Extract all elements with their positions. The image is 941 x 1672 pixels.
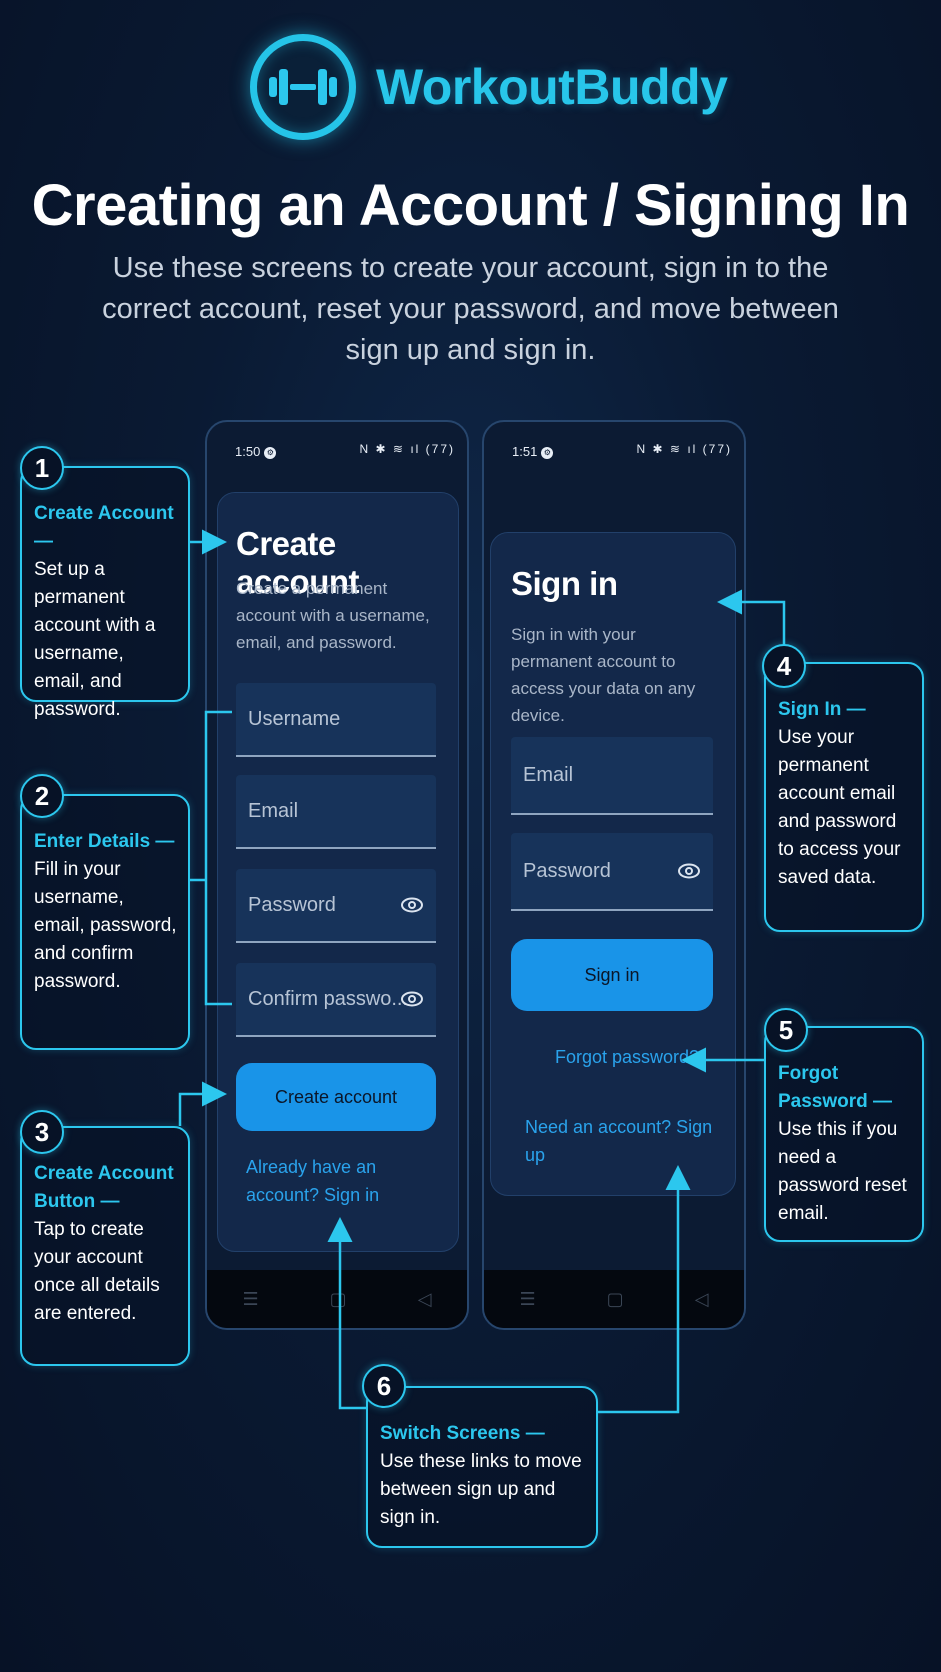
forgot-password-link[interactable]: Forgot password? xyxy=(555,1047,700,1067)
callout-sign-in: Sign In — Use your permanent account ema… xyxy=(764,662,924,932)
password-field[interactable] xyxy=(511,833,713,911)
eye-icon[interactable] xyxy=(400,991,424,1007)
callout-title: Enter Details — xyxy=(34,831,175,852)
sign-in-button[interactable]: Sign in xyxy=(511,939,713,1011)
callout-body: Fill in your username, email, password, … xyxy=(34,859,177,992)
callout-title: Sign In — xyxy=(778,699,866,720)
confirm-password-field[interactable] xyxy=(236,963,436,1037)
callout-body: Use these links to move between sign up … xyxy=(380,1451,582,1528)
status-icons: N ✱ ≋ ıl (77) xyxy=(359,442,455,456)
callout-number-badge: 4 xyxy=(762,644,806,688)
callout-number-badge: 6 xyxy=(362,1364,406,1408)
callout-number-badge: 5 xyxy=(764,1008,808,1052)
page-title: Creating an Account / Signing In xyxy=(31,173,910,238)
callout-body: Tap to create your account once all deta… xyxy=(34,1219,160,1324)
status-bar: 1:51⚙ N ✱ ≋ ıl (77) xyxy=(512,442,732,459)
android-nav-bar: ☰ ▢ ◁ xyxy=(207,1270,467,1328)
page-subtitle: Use these screens to create your account… xyxy=(102,252,839,366)
dumbbell-icon xyxy=(250,34,356,140)
callout-body: Use your permanent account email and pas… xyxy=(778,727,901,888)
email-field[interactable] xyxy=(236,775,436,849)
callout-title: Create Account Button — xyxy=(34,1163,174,1212)
menu-icon[interactable]: ☰ xyxy=(242,1288,259,1309)
status-time: 1:50 xyxy=(235,444,261,459)
email-field[interactable] xyxy=(511,737,713,815)
callout-title: Forgot Password — xyxy=(778,1063,893,1112)
callout-forgot-password: Forgot Password — Use this if you need a… xyxy=(764,1026,924,1242)
callout-number-badge: 3 xyxy=(20,1110,64,1154)
callout-body: Set up a permanent account with a userna… xyxy=(34,559,156,720)
status-icons: N ✱ ≋ ıl (77) xyxy=(636,442,732,456)
create-account-title: Create account xyxy=(236,525,360,600)
callout-create-account-button: Create Account Button — Tap to create yo… xyxy=(20,1126,190,1366)
back-icon[interactable]: ◁ xyxy=(417,1288,432,1309)
callout-number-badge: 1 xyxy=(20,446,64,490)
brand-name: WorkoutBuddy xyxy=(376,59,728,115)
create-account-screen: 1:50⚙ N ✱ ≋ ıl (77) Create account Creat… xyxy=(205,420,469,1330)
callout-title: Create Account — xyxy=(34,503,174,552)
sign-in-card: Sign in Sign in with your permanent acco… xyxy=(490,532,736,1196)
callout-switch-screens: Switch Screens — Use these links to move… xyxy=(366,1386,598,1548)
eye-icon[interactable] xyxy=(400,897,424,913)
callout-title: Switch Screens — xyxy=(380,1423,545,1444)
sign-in-link[interactable]: Already have an account? Sign in xyxy=(246,1157,380,1205)
sign-up-link[interactable]: Need an account? Sign up xyxy=(525,1117,713,1165)
create-account-card: Create account Create a permanent accoun… xyxy=(217,492,459,1252)
brand-header: WorkoutBuddy xyxy=(250,32,728,142)
callout-create-account: Create Account — Set up a permanent acco… xyxy=(20,466,190,720)
sign-in-screen: 1:51⚙ N ✱ ≋ ıl (77) Sign in Sign in with… xyxy=(482,420,746,1330)
email-input[interactable] xyxy=(511,737,713,813)
username-field[interactable] xyxy=(236,683,436,757)
home-icon[interactable]: ▢ xyxy=(329,1288,347,1309)
android-nav-bar: ☰ ▢ ◁ xyxy=(484,1270,744,1328)
email-input[interactable] xyxy=(236,775,436,847)
callout-enter-details: Enter Details — Fill in your username, e… xyxy=(20,794,190,1050)
status-time: 1:51 xyxy=(512,444,538,459)
menu-icon[interactable]: ☰ xyxy=(519,1288,536,1309)
status-bar: 1:50⚙ N ✱ ≋ ıl (77) xyxy=(235,442,455,459)
create-account-button[interactable]: Create account xyxy=(236,1063,436,1131)
callout-body: Use this if you need a password reset em… xyxy=(778,1119,907,1224)
callout-number-badge: 2 xyxy=(20,774,64,818)
password-field[interactable] xyxy=(236,869,436,943)
sign-in-description: Sign in with your permanent account to a… xyxy=(511,625,696,725)
create-account-description: Create a permanent account with a userna… xyxy=(236,579,430,652)
sign-in-title: Sign in xyxy=(511,565,618,602)
home-icon[interactable]: ▢ xyxy=(606,1288,624,1309)
back-icon[interactable]: ◁ xyxy=(694,1288,709,1309)
eye-icon[interactable] xyxy=(677,863,701,879)
username-input[interactable] xyxy=(236,683,436,755)
